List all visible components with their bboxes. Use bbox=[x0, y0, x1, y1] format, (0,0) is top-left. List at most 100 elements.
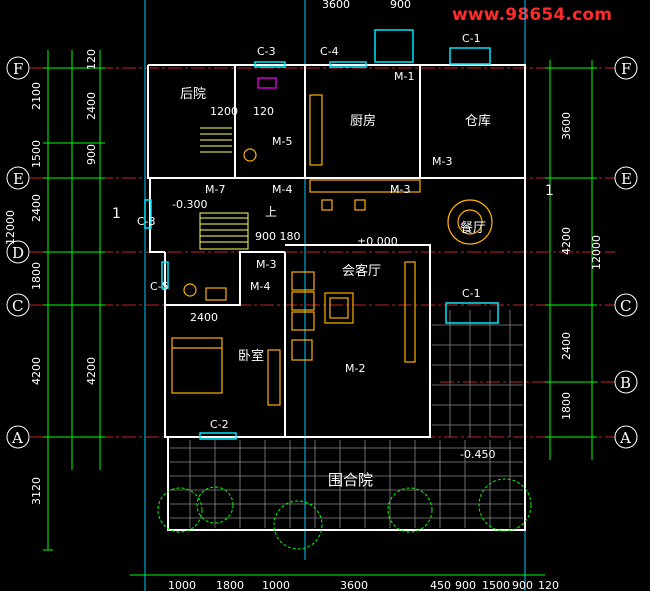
window-label-c3-left: C-3 bbox=[137, 215, 156, 228]
room-storage: 仓库 bbox=[465, 113, 491, 129]
grid-label-e: E bbox=[13, 170, 24, 188]
dim-right-4200: 4200 bbox=[560, 227, 573, 255]
window-c3-top bbox=[254, 61, 286, 68]
door-m5: M-5 bbox=[272, 135, 292, 148]
dim-ticks bbox=[43, 67, 597, 551]
grid-bubbles bbox=[6, 56, 638, 449]
window-c1-right bbox=[445, 302, 499, 324]
dining-table-inner bbox=[457, 209, 483, 235]
dim-left-3120: 3120 bbox=[30, 477, 43, 505]
window-c2 bbox=[199, 432, 237, 440]
watermark: www.98654.com bbox=[452, 5, 613, 25]
dim-bottom-900-b: 900 bbox=[512, 579, 533, 591]
window-c3-left bbox=[144, 199, 152, 229]
chair bbox=[321, 199, 333, 211]
room-bedroom: 卧室 bbox=[238, 348, 264, 364]
dim-left-1500: 1500 bbox=[30, 140, 43, 168]
window-label-c1-right: C-1 bbox=[462, 287, 481, 300]
top-dimension-labels: 3600 900 bbox=[322, 0, 411, 11]
dim-left-inner-4200: 4200 bbox=[85, 357, 98, 385]
toilet bbox=[243, 148, 257, 162]
door-m7: M-7 bbox=[205, 183, 225, 196]
dim-top-900: 900 bbox=[390, 0, 411, 11]
door-labels: M-1 M-5 M-7 M-4 M-3 M-3 M-3 M-4 M-2 bbox=[205, 70, 452, 375]
toilet bbox=[183, 283, 197, 297]
dim-bottom-900: 900 bbox=[455, 579, 476, 591]
sofa-seat bbox=[291, 291, 315, 311]
sofa-seat bbox=[291, 311, 315, 331]
grid-label-c: C bbox=[12, 297, 23, 315]
door-m3-hall: M-3 bbox=[256, 258, 276, 271]
grid-label-c-right: C bbox=[620, 297, 631, 315]
level-yard: -0.450 bbox=[460, 448, 495, 461]
grid-label-a-right: A bbox=[619, 429, 631, 447]
dim-left-2400: 2400 bbox=[30, 194, 43, 222]
dim-bottom-1000-b: 1000 bbox=[262, 579, 290, 591]
dim-2400: 2400 bbox=[190, 311, 218, 324]
dim-1200: 1200 bbox=[210, 105, 238, 118]
window-label-c4: C-4 bbox=[320, 45, 339, 58]
window-c1-top bbox=[449, 47, 491, 65]
left-dimension-labels: 2100 1500 2400 1800 4200 3120 12000 120 … bbox=[4, 49, 98, 505]
dim-left-1800: 1800 bbox=[30, 262, 43, 290]
dining-table bbox=[447, 199, 493, 245]
dim-right-1800: 1800 bbox=[560, 392, 573, 420]
room-dining: 餐厅 bbox=[460, 220, 486, 236]
door-m4: M-4 bbox=[272, 183, 292, 196]
window-labels: C-3 C-4 C-1 C-3 C-5 C-1 C-2 bbox=[137, 32, 481, 431]
sideboard bbox=[309, 179, 421, 193]
room-courtyard: 围合院 bbox=[328, 471, 373, 489]
grid-label-e-right: E bbox=[621, 170, 632, 188]
section-mark-left: 1 bbox=[112, 206, 121, 222]
window-c5 bbox=[161, 261, 169, 289]
kitchen-counter bbox=[309, 94, 323, 166]
right-dimension-labels: 3600 4200 2400 1800 12000 bbox=[560, 112, 603, 420]
dim-120: 120 bbox=[253, 105, 274, 118]
coffee-table bbox=[324, 292, 354, 324]
dim-left-total: 12000 bbox=[4, 210, 17, 245]
coffee-table-inner bbox=[329, 297, 349, 319]
grid-label-d: D bbox=[12, 244, 24, 262]
dim-left-2100: 2100 bbox=[30, 82, 43, 110]
room-back-yard: 后院 bbox=[180, 87, 206, 102]
furniture bbox=[171, 77, 493, 406]
door-m4-bath: M-4 bbox=[250, 280, 270, 293]
basin bbox=[205, 287, 227, 301]
dim-right-total: 12000 bbox=[590, 235, 603, 270]
door-m2: M-2 bbox=[345, 362, 365, 375]
shrubs bbox=[157, 478, 532, 550]
section-mark-right: 1 bbox=[545, 183, 554, 199]
bottom-dimension-labels: 1000 1800 1000 3600 450 900 1500 900 120 bbox=[168, 579, 559, 591]
grid-label-f-right: F bbox=[621, 60, 631, 78]
window-label-c5: C-5 bbox=[150, 280, 169, 293]
windows-group bbox=[144, 29, 499, 440]
window-label-c1-top: C-1 bbox=[462, 32, 481, 45]
dim-left-120: 120 bbox=[85, 49, 98, 70]
dim-left-inner-2400: 2400 bbox=[85, 92, 98, 120]
dim-bottom-3600: 3600 bbox=[340, 579, 368, 591]
door-m3-storage: M-3 bbox=[432, 155, 452, 168]
dim-bottom-1500: 1500 bbox=[482, 579, 510, 591]
door-m3: M-3 bbox=[390, 183, 410, 196]
dim-bottom-1800: 1800 bbox=[216, 579, 244, 591]
walls bbox=[147, 64, 526, 531]
room-labels: 后院 厨房 仓库 餐厅 会客厅 卧室 围合院 bbox=[180, 87, 491, 489]
dim-900-180: 900 180 bbox=[255, 230, 301, 243]
armchair bbox=[291, 339, 313, 361]
window-label-c2: C-2 bbox=[210, 418, 229, 431]
grid-label-b-right: B bbox=[620, 374, 631, 392]
room-kitchen: 厨房 bbox=[350, 113, 376, 129]
dim-top-3600: 3600 bbox=[322, 0, 350, 11]
grid-label-a: A bbox=[11, 429, 23, 447]
stairs bbox=[199, 127, 249, 250]
interior-dimensions: 1200 120 900 180 2400 bbox=[190, 105, 301, 324]
dim-left-900: 900 bbox=[85, 144, 98, 165]
bed bbox=[171, 337, 223, 394]
window-c4 bbox=[329, 61, 367, 68]
dim-bottom-1000-a: 1000 bbox=[168, 579, 196, 591]
level-marks: ±0.000 -0.300 -0.450 上 1 1 bbox=[112, 183, 554, 461]
dim-right-3600: 3600 bbox=[560, 112, 573, 140]
level-floor: ±0.000 bbox=[357, 235, 398, 248]
